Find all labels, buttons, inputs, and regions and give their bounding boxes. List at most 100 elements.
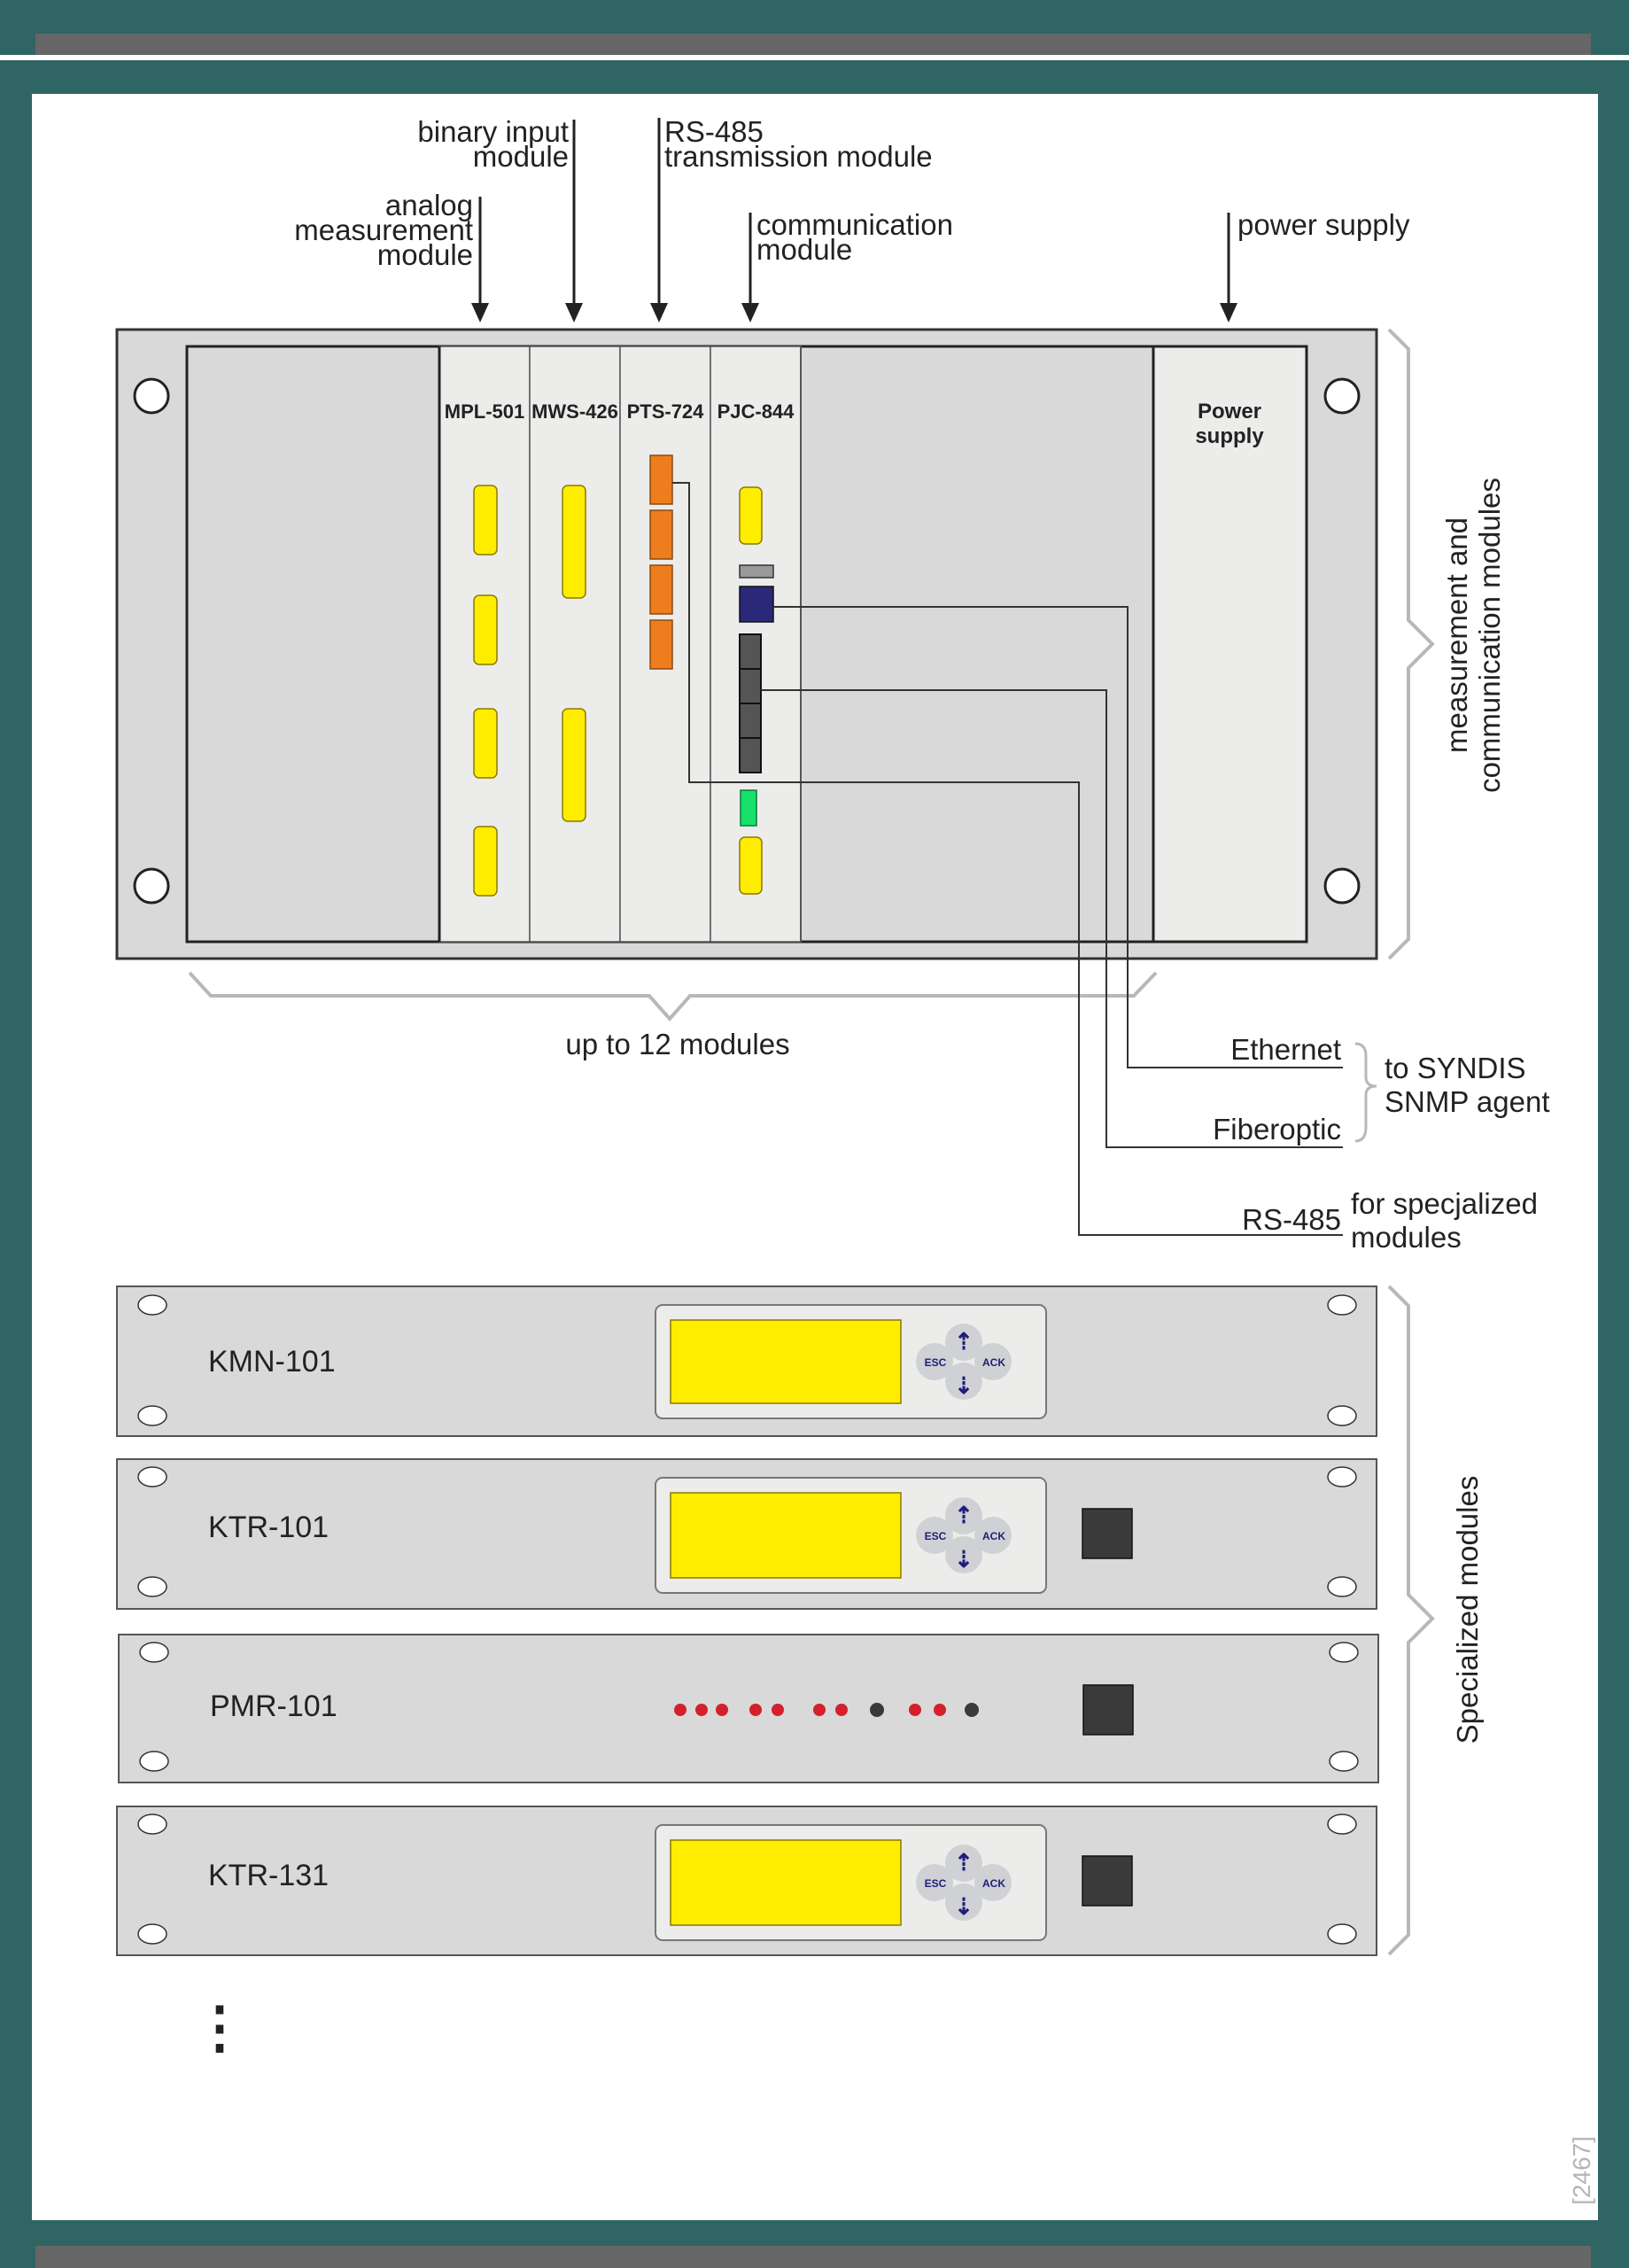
module-label-pts: PTS-724 [627, 400, 705, 423]
module-slot-mws [529, 346, 621, 943]
unit-square-button[interactable] [1082, 1855, 1133, 1907]
pts-port-1 [649, 454, 673, 505]
main-rack: MPL-501 MWS-426 PTS-724 PJC-844 Power su… [115, 328, 1378, 960]
pjc-ethernet-port [739, 586, 774, 623]
power-supply-label-line2: supply [1195, 424, 1264, 448]
fiberoptic-cable [761, 689, 1343, 1148]
label-ethernet: Ethernet [1230, 1033, 1341, 1066]
unit-mount-hole-tr [1327, 1466, 1357, 1487]
arrow-down-icon: ⇣ [954, 1546, 974, 1573]
syndis-brace [1354, 1042, 1377, 1143]
pts-port-3 [649, 564, 673, 615]
callout-analog-line1: analog [385, 189, 473, 221]
led-red-6 [813, 1704, 826, 1716]
unit-mount-hole-bl [137, 1923, 167, 1945]
rack-mount-hole-bl [133, 867, 170, 905]
keypad-up-button[interactable] [945, 1845, 982, 1882]
unit-mount-hole-br [1327, 1405, 1357, 1426]
led-red-3 [716, 1704, 728, 1716]
pts-port-4 [649, 619, 673, 670]
module-label-mws: MWS-426 [531, 400, 618, 423]
unit-mount-hole-bl [139, 1751, 169, 1772]
mpl-connector-4 [473, 826, 498, 897]
led-red-9 [934, 1704, 946, 1716]
keypad-esc-button[interactable] [916, 1864, 953, 1901]
keypad-down-button[interactable] [945, 1884, 982, 1921]
callout-comm-line1: communication [756, 208, 953, 241]
led-red-7 [835, 1704, 848, 1716]
specialized-unit-pmr-101: PMR-101 [118, 1634, 1379, 1783]
callout-binary-line1: binary input [417, 115, 569, 148]
callout-binary-arrowhead [565, 303, 583, 322]
unit-keypad: ⇡ ⇣ ESC ACK [916, 1324, 1012, 1400]
specialized-side-label: Specialized modules [1451, 1476, 1484, 1744]
unit-mount-hole-br [1329, 1751, 1359, 1772]
keypad-down-button[interactable] [945, 1536, 982, 1573]
keypad-down-button[interactable] [945, 1363, 982, 1400]
keypad-up-button[interactable] [945, 1324, 982, 1361]
callout-rs485-line1: RS-485 [664, 115, 764, 148]
specialized-side-brace [1387, 1285, 1435, 1956]
keypad-ack-button[interactable] [974, 1864, 1012, 1901]
label-rs485: RS-485 [1242, 1203, 1341, 1236]
mpl-connector-2 [473, 594, 498, 665]
unit-mount-hole-bl [137, 1405, 167, 1426]
esc-label: ESC [925, 1877, 947, 1890]
figure-id: [2467] [1568, 2136, 1595, 2205]
specialized-unit-ktr-131: KTR-131 ⇡ ⇣ ESC ACK [116, 1806, 1377, 1956]
top-bar [35, 34, 1591, 55]
specialized-note-line1: for specjalized [1351, 1187, 1538, 1220]
callout-binary-input: binary input module [417, 115, 569, 173]
callout-rs485-arrowhead [650, 303, 668, 322]
unit-mount-hole-tl [137, 1466, 167, 1487]
mpl-connector-3 [473, 708, 498, 779]
unit-mount-hole-tl [137, 1814, 167, 1835]
top-strip [0, 55, 1629, 60]
rack-mount-hole-tl [133, 377, 170, 415]
mws-connector-1 [562, 485, 586, 599]
unit-mount-hole-tr [1329, 1642, 1359, 1663]
specialized-unit-kmn-101: KMN-101 ⇡ ⇣ ESC ACK [116, 1285, 1377, 1437]
keypad-up-button[interactable] [945, 1497, 982, 1534]
pjc-connector-bottom [739, 836, 763, 895]
pjc-status-led [740, 789, 757, 827]
unit-mount-hole-br [1327, 1923, 1357, 1945]
syndis-label-line2: SNMP agent [1385, 1085, 1550, 1118]
esc-label: ESC [925, 1356, 947, 1369]
rs485-cable [672, 482, 1343, 1236]
unit-square-button[interactable] [1082, 1684, 1134, 1736]
pjc-connector-top [739, 486, 763, 545]
bottom-bar [35, 2246, 1591, 2268]
arrow-down-icon: ⇣ [954, 1372, 974, 1399]
specialized-unit-ktr-101: KTR-101 ⇡ ⇣ ESC ACK [116, 1458, 1377, 1610]
callout-binary-line2: module [473, 140, 569, 173]
callout-analog-line3: module [377, 238, 473, 271]
mpl-connector-1 [473, 485, 498, 555]
syndis-label-line1: to SYNDIS [1385, 1052, 1526, 1084]
callout-analog-line2: measurement [294, 214, 473, 246]
unit-lcd-display [670, 1492, 902, 1579]
unit-square-button[interactable] [1082, 1508, 1133, 1559]
specialized-note-line2: modules [1351, 1221, 1462, 1254]
more-units-ellipsis: ⋮ [191, 1995, 248, 2059]
rack-side-label-line1: measurement and [1440, 517, 1473, 753]
unit-name: KTR-101 [208, 1511, 329, 1544]
ack-label: ACK [982, 1877, 1005, 1890]
pjc-usb-port [739, 564, 774, 579]
keypad-esc-button[interactable] [916, 1517, 953, 1554]
callout-analog-arrowhead [471, 303, 489, 322]
keypad-ack-button[interactable] [974, 1517, 1012, 1554]
unit-mount-hole-bl [137, 1576, 167, 1597]
power-supply-module [1152, 345, 1308, 944]
led-red-8 [909, 1704, 921, 1716]
keypad-ack-button[interactable] [974, 1343, 1012, 1380]
callout-power-arrowhead [1220, 303, 1237, 322]
led-dark-2 [965, 1703, 979, 1717]
unit-mount-hole-br [1327, 1576, 1357, 1597]
rack-mount-hole-br [1323, 867, 1361, 905]
pts-port-2 [649, 509, 673, 560]
ethernet-cable [773, 606, 1343, 1068]
keypad-esc-button[interactable] [916, 1343, 953, 1380]
led-red-2 [695, 1704, 708, 1716]
